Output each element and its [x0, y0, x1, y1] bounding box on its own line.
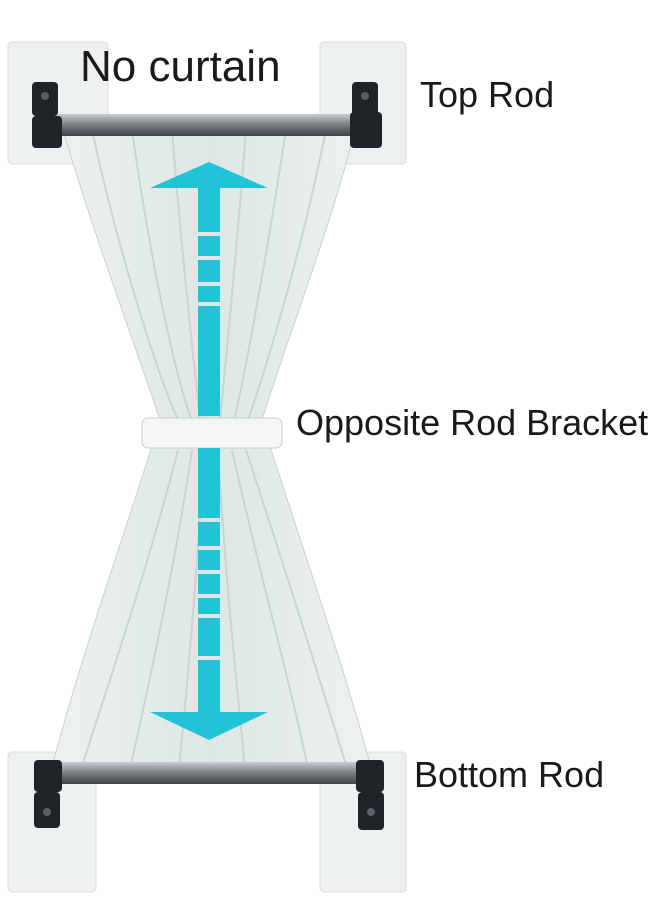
opposite-rod-bracket-label: Opposite Rod Bracket [296, 402, 649, 443]
bottom-rod-label: Bottom Rod [414, 754, 605, 795]
top-rod [40, 114, 374, 136]
tie-back-band [141, 417, 283, 449]
no-curtain-label: No curtain [80, 42, 281, 91]
rod-bracket-icon [32, 82, 384, 830]
bottom-rod [46, 762, 376, 784]
double-headed-vertical-arrow-icon [150, 162, 268, 740]
top-rod-label: Top Rod [420, 74, 555, 115]
